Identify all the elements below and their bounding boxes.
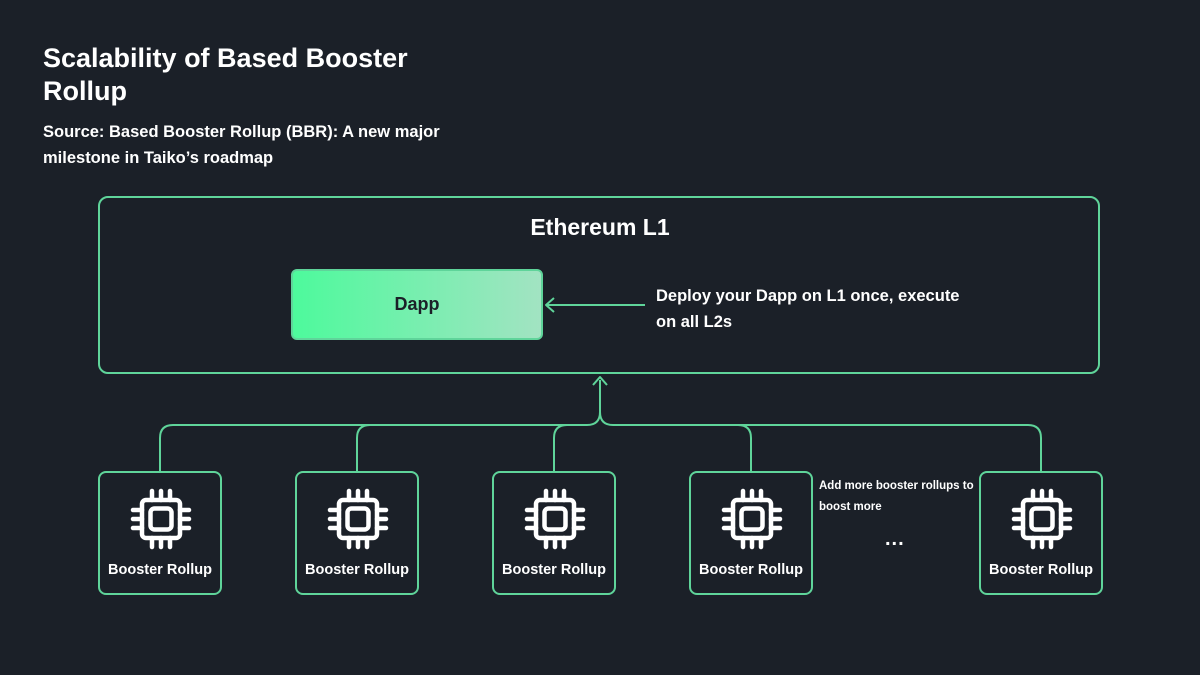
chip-icon: [721, 488, 783, 550]
chip-icon: [130, 488, 192, 550]
connector-rollup-4: [737, 424, 752, 471]
rollup-label: Booster Rollup: [989, 562, 1093, 578]
arrow-left-icon: [545, 297, 555, 313]
chip-icon: [524, 488, 586, 550]
rollup-label: Booster Rollup: [305, 562, 409, 578]
deploy-note: Deploy your Dapp on L1 once, execute on …: [656, 287, 960, 331]
rollup-label: Booster Rollup: [699, 562, 803, 578]
page-subtitle: Source: Based Booster Rollup (BBR): A ne…: [43, 123, 440, 167]
booster-rollup-2: Booster Rollup: [295, 471, 419, 595]
rollup-label: Booster Rollup: [502, 562, 606, 578]
ethereum-l1-box: [98, 196, 1100, 374]
chip-icon: [1011, 488, 1073, 550]
booster-rollup-3: Booster Rollup: [492, 471, 616, 595]
ethereum-l1-label: Ethereum L1: [530, 214, 670, 240]
dapp-box: Dapp: [291, 269, 543, 340]
booster-rollup-5: Booster Rollup: [979, 471, 1103, 595]
booster-rollup-1: Booster Rollup: [98, 471, 222, 595]
arrow-up-icon: [592, 376, 608, 386]
chip-icon: [327, 488, 389, 550]
connector-rollup-2: [356, 424, 371, 471]
dapp-label: Dapp: [394, 294, 440, 314]
ellipsis: ...: [885, 528, 905, 550]
connector-rollup-3: [553, 424, 568, 471]
connector-rollup-5: [599, 411, 1042, 471]
rollup-label: Booster Rollup: [108, 562, 212, 578]
booster-rollup-4: Booster Rollup: [689, 471, 813, 595]
more-rollups-note: Add more booster rollups to boost more: [819, 480, 974, 513]
page-title: Scalability of Based Booster Rollup: [43, 43, 408, 106]
connector-rollup-1: [159, 380, 601, 471]
